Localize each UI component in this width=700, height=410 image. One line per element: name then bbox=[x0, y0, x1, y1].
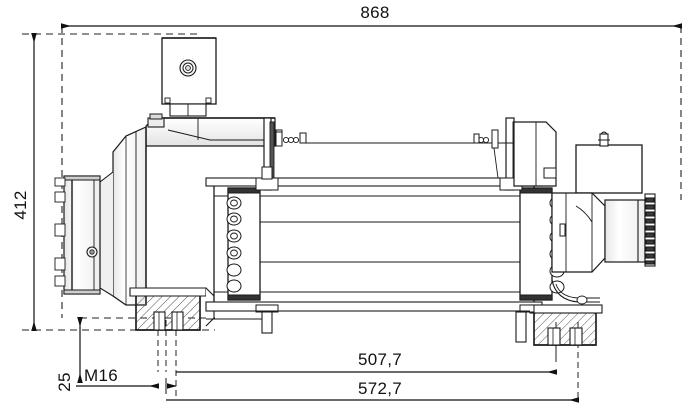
fin-tab bbox=[54, 191, 66, 203]
dimension-mount-spacing-outer: 572,7 bbox=[166, 379, 579, 403]
left-side-bracket bbox=[255, 166, 279, 334]
dim-label-572: 572,7 bbox=[358, 379, 402, 398]
fin-tab bbox=[54, 275, 66, 287]
motor-body bbox=[99, 126, 147, 306]
right-housing bbox=[551, 131, 656, 305]
foot-bolt-hole bbox=[547, 327, 561, 346]
dim-label-25: 25 bbox=[55, 372, 74, 392]
relief-valve-right bbox=[473, 129, 499, 179]
fin-tab bbox=[54, 257, 66, 271]
fin-tab bbox=[54, 177, 66, 187]
left-mounting-foot bbox=[129, 287, 215, 331]
foot-bolt-hole bbox=[171, 311, 184, 331]
motor-top-shroud bbox=[145, 113, 276, 147]
flange-bolt-heads bbox=[226, 196, 242, 293]
dimension-thread-callout: M16 bbox=[76, 366, 177, 394]
bottom-frame-rail bbox=[206, 310, 530, 320]
cable-gland bbox=[179, 59, 197, 77]
flange-center-screw bbox=[86, 246, 98, 258]
right-mounting-foot bbox=[515, 304, 603, 346]
relief-valve-left bbox=[275, 129, 520, 147]
terminal-box bbox=[161, 37, 217, 117]
bolt-flange-left bbox=[226, 187, 261, 301]
foot-bolt-hole bbox=[153, 311, 166, 331]
dimension-overall-height: 412 bbox=[11, 33, 37, 331]
dim-label-412: 412 bbox=[11, 190, 30, 219]
top-vent-stub bbox=[598, 131, 610, 147]
foot-bolt-hole bbox=[569, 327, 583, 346]
dimension-overall-length: 868 bbox=[61, 3, 682, 29]
dim-label-m16: M16 bbox=[84, 366, 118, 385]
dim-label-868: 868 bbox=[360, 3, 389, 22]
dimension-foot-height: 25 bbox=[55, 317, 83, 392]
right-upper-block bbox=[513, 121, 557, 187]
left-flange-housing bbox=[54, 175, 101, 295]
finned-end-cap bbox=[644, 193, 656, 267]
dim-label-507: 507,7 bbox=[358, 350, 402, 369]
fin-tab bbox=[54, 223, 66, 237]
machine-assembly bbox=[54, 37, 656, 346]
dimension-mount-spacing-inner: 507,7 bbox=[176, 350, 557, 375]
